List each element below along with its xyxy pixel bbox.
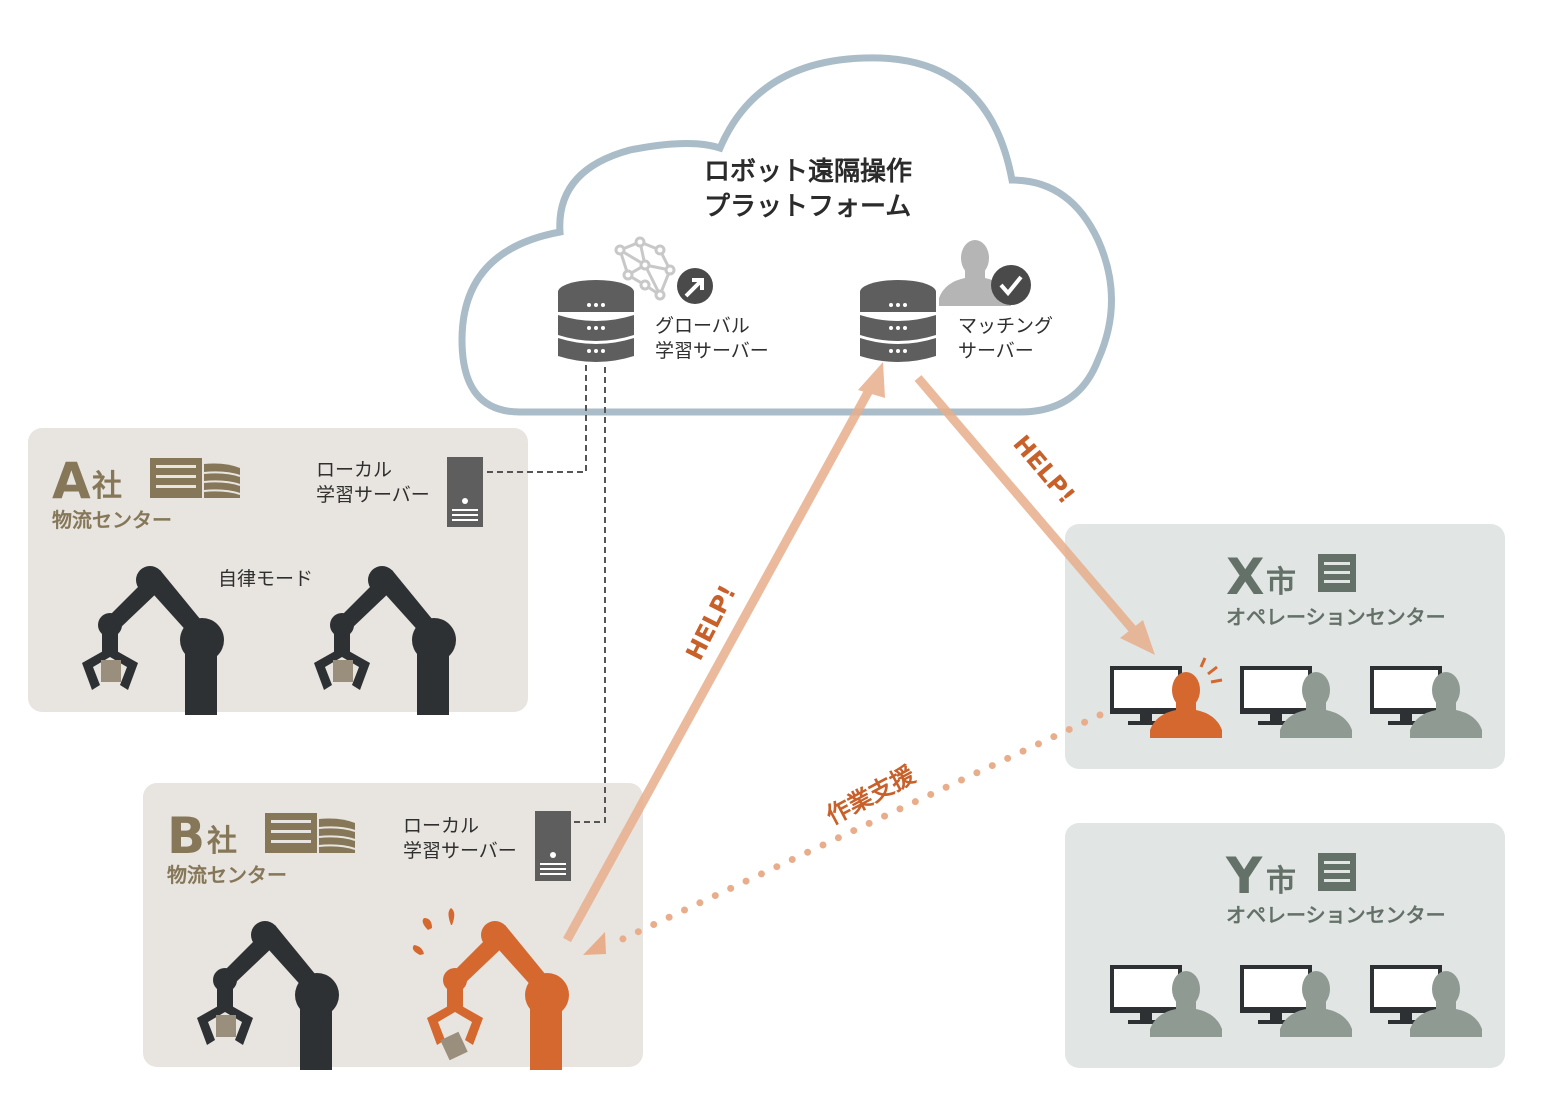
help-arrow-to-cloud bbox=[563, 362, 885, 943]
global-server: グローバル 学習サーバー bbox=[558, 236, 769, 362]
company-b-local-server-line1: ローカル bbox=[403, 815, 479, 837]
operator-station-alerted bbox=[1110, 657, 1223, 738]
city-x-kanji: 市 bbox=[1266, 565, 1296, 600]
help-label-left: HELP! bbox=[680, 580, 741, 664]
company-b-local-server-line2: 学習サーバー bbox=[403, 840, 517, 862]
support-dotted-arrow bbox=[583, 711, 1104, 955]
local-server-icon bbox=[535, 811, 571, 881]
company-a-local-server-line2: 学習サーバー bbox=[316, 484, 430, 506]
company-a-kanji: 社 bbox=[92, 469, 122, 504]
alert-splash-icon bbox=[412, 908, 455, 955]
arrow-up-right-icon bbox=[677, 268, 713, 304]
company-a-local-server-line1: ローカル bbox=[316, 459, 392, 481]
city-x-letter: X bbox=[1226, 548, 1265, 606]
matching-server: マッチング サーバー bbox=[860, 240, 1053, 362]
package-icon bbox=[333, 660, 353, 682]
database-icon bbox=[860, 280, 936, 362]
local-server-icon bbox=[447, 457, 483, 527]
global-server-label-line1: グローバル bbox=[655, 315, 750, 337]
alert-marks-icon bbox=[1199, 657, 1223, 684]
support-label: 作業支援 bbox=[822, 760, 921, 830]
company-b-letter: B bbox=[167, 807, 205, 865]
neural-network-icon bbox=[614, 236, 676, 301]
city-y-kanji: 市 bbox=[1266, 864, 1296, 899]
company-a-panel bbox=[28, 428, 528, 712]
dropped-package-icon bbox=[440, 1031, 468, 1061]
company-b-kanji: 社 bbox=[207, 824, 237, 859]
cloud-title-line2: プラットフォーム bbox=[704, 192, 911, 222]
dashed-link-company-b bbox=[574, 365, 606, 823]
autonomous-mode-label: 自律モード bbox=[218, 568, 313, 590]
company-a-letter: A bbox=[52, 452, 91, 510]
city-x-subtitle: オペレーションセンター bbox=[1226, 605, 1446, 629]
city-y-letter: Y bbox=[1225, 847, 1263, 905]
package-icon bbox=[216, 1015, 236, 1037]
checkmark-icon bbox=[991, 265, 1031, 305]
company-b-subtitle: 物流センター bbox=[167, 863, 287, 887]
matching-server-label-line2: サーバー bbox=[958, 340, 1034, 362]
company-b-panel bbox=[143, 783, 643, 1067]
help-arrow-to-operator bbox=[914, 375, 1155, 655]
package-icon bbox=[101, 660, 121, 682]
global-server-label-line2: 学習サーバー bbox=[655, 340, 769, 362]
city-office-icon bbox=[1318, 554, 1356, 592]
company-a-subtitle: 物流センター bbox=[52, 508, 172, 532]
city-office-icon bbox=[1318, 853, 1356, 891]
cloud-title-line1: ロボット遠隔操作 bbox=[704, 157, 912, 187]
database-icon bbox=[558, 280, 634, 362]
dashed-link-company-a bbox=[487, 365, 587, 473]
city-y-subtitle: オペレーションセンター bbox=[1226, 903, 1446, 927]
matching-server-label-line1: マッチング bbox=[958, 315, 1053, 337]
